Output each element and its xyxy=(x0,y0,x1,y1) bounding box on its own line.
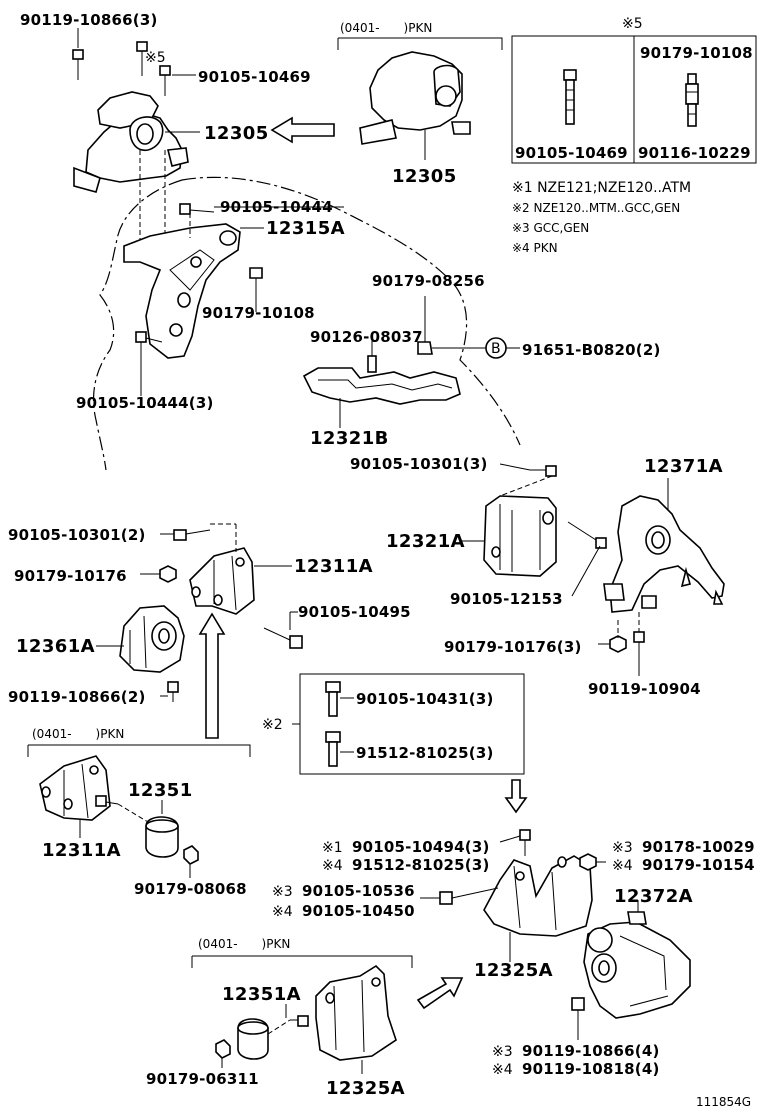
bracket-12311a-upper xyxy=(189,547,255,615)
bracket-12325a xyxy=(483,855,593,937)
nut-icon xyxy=(183,845,199,865)
part-number-label: 12351A xyxy=(222,984,301,1005)
legend-line: ※4 PKN xyxy=(512,241,558,255)
bolt-icon xyxy=(563,69,577,125)
part-number-label: 12325A xyxy=(326,1078,405,1099)
part-number-label: 90116-10229 xyxy=(638,144,751,162)
bolt-icon xyxy=(297,1015,309,1027)
ref-symbol: B xyxy=(491,341,501,357)
part-number-label: 12311A xyxy=(294,556,373,577)
engine-mount-12372a xyxy=(583,911,691,1019)
part-number-label: 12305 xyxy=(204,123,269,144)
bolt-icon xyxy=(167,681,179,702)
marker-label: ※2 xyxy=(262,717,283,733)
marker-label: ※5 xyxy=(622,16,643,32)
part-number-label: 90179-10108 xyxy=(640,44,753,62)
engine-mount-12305-main xyxy=(73,91,189,193)
frame-label: (0401- )PKN xyxy=(198,937,290,951)
part-number-label: 12321B xyxy=(310,428,389,449)
marker-label: ※5 xyxy=(145,50,166,66)
legend-line: ※1 NZE121;NZE120..ATM xyxy=(512,180,691,196)
bolt-icon xyxy=(325,681,341,767)
part-number-label: 91651-B0820(2) xyxy=(522,341,661,359)
bolt-icon xyxy=(439,829,597,1024)
part-number-label: 91512-81025(3) xyxy=(356,744,494,762)
part-number-label: 90179-10108 xyxy=(202,304,315,322)
part-number-label: 90105-10469 xyxy=(515,144,628,162)
part-number-label: 12321A xyxy=(386,531,465,552)
engine-mount-12361a xyxy=(119,605,185,673)
part-number-label: 90105-12153 xyxy=(450,590,563,608)
part-number-label: 12361A xyxy=(16,636,95,657)
part-number-label: 12325A xyxy=(474,960,553,981)
bolt-icon xyxy=(95,795,119,807)
bolt-icon xyxy=(72,41,171,96)
part-number-label: 91512-81025(3) xyxy=(352,856,490,874)
part-number-label: 90178-10029 xyxy=(642,838,755,856)
frame-label: (0401- )PKN xyxy=(32,727,124,741)
bracket-12315a xyxy=(123,223,241,359)
bracket-12321a xyxy=(483,495,557,577)
nut-icon xyxy=(215,1039,231,1059)
marker-label: ※3 xyxy=(612,840,633,856)
part-number-label: 12371A xyxy=(644,456,723,477)
part-number-label: 12315A xyxy=(266,218,345,239)
figure-code: 111854G xyxy=(696,1095,751,1109)
bolt-icon xyxy=(159,529,303,649)
part-number-label: 90105-10301(3) xyxy=(350,455,488,473)
engine-mount-12305-pkn xyxy=(359,51,471,145)
frame-label: (0401- )PKN xyxy=(340,21,432,35)
part-number-label: 90105-10301(2) xyxy=(8,526,146,544)
part-number-label: 90105-10450 xyxy=(302,902,415,920)
stud-icon xyxy=(685,73,699,127)
part-number-label: 90119-10866(3) xyxy=(20,11,158,29)
marker-label: ※1 xyxy=(322,840,343,856)
part-number-label: 90179-10154 xyxy=(642,856,755,874)
bracket-12321b xyxy=(302,367,461,405)
marker-label: ※3 xyxy=(492,1044,513,1060)
part-number-label: 90179-08256 xyxy=(372,272,485,290)
bushing-12351 xyxy=(145,816,179,858)
marker-label: ※4 xyxy=(492,1062,513,1078)
bushing-12351a xyxy=(237,1018,269,1060)
marker-label: ※4 xyxy=(322,858,343,874)
marker-label: ※4 xyxy=(272,904,293,920)
part-number-label: 90105-10431(3) xyxy=(356,690,494,708)
part-number-label: 90126-08037 xyxy=(310,328,423,346)
arrow-down-icon xyxy=(504,779,528,814)
stud-icon xyxy=(367,341,433,373)
part-number-label: 90179-10176 xyxy=(14,567,127,585)
part-number-label: 90105-10444 xyxy=(220,198,333,216)
part-number-label: 90105-10495 xyxy=(298,603,411,621)
part-number-label: 90179-06311 xyxy=(146,1070,259,1088)
legend-line: ※3 GCC,GEN xyxy=(512,221,589,235)
part-number-label: 90105-10494(3) xyxy=(352,838,490,856)
part-number-label: 90119-10818(4) xyxy=(522,1060,660,1078)
part-number-label: 90105-10536 xyxy=(302,882,415,900)
part-number-label: 90119-10866(4) xyxy=(522,1042,660,1060)
bracket-12325a-pkn xyxy=(315,964,397,1061)
part-number-label: 90105-10444(3) xyxy=(76,394,214,412)
marker-label: ※4 xyxy=(612,858,633,874)
part-number-label: 90105-10469 xyxy=(198,68,311,86)
arrow-left-icon xyxy=(270,116,335,144)
part-number-label: 12372A xyxy=(614,886,693,907)
part-number-label: 12305 xyxy=(392,166,457,187)
part-number-label: 90179-08068 xyxy=(134,880,247,898)
nut-icon xyxy=(609,631,645,662)
engine-mount-12371a xyxy=(603,495,725,613)
part-number-label: 12351 xyxy=(128,780,193,801)
arrow-up-icon xyxy=(198,612,226,739)
bracket-12311a-lower xyxy=(39,755,111,821)
arrow-diag-icon xyxy=(416,977,464,1010)
part-number-label: 12311A xyxy=(42,840,121,861)
engine-outline xyxy=(93,176,521,471)
part-number-label: 90119-10904 xyxy=(588,680,701,698)
part-number-label: 90119-10866(2) xyxy=(8,688,146,706)
marker-label: ※3 xyxy=(272,884,293,900)
legend-line: ※2 NZE120..MTM..GCC,GEN xyxy=(512,201,680,215)
part-number-label: 90179-10176(3) xyxy=(444,638,582,656)
